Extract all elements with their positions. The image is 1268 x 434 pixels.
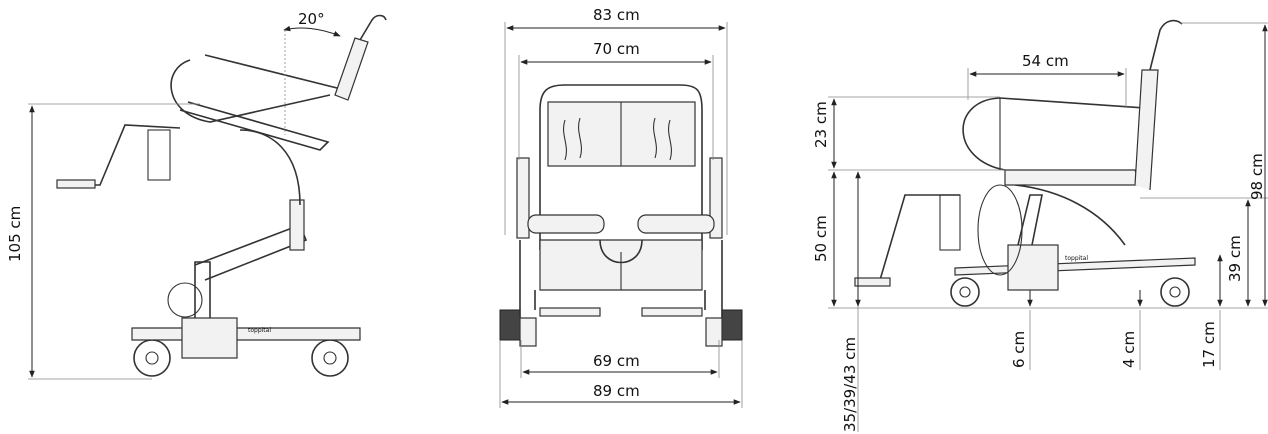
front-legs xyxy=(519,240,723,320)
right-clearance-rear: 17 cm xyxy=(1200,321,1218,368)
right-total-height: 98 cm xyxy=(1248,153,1266,200)
side-base xyxy=(131,327,361,341)
right-backrest xyxy=(1134,69,1159,191)
front-width-top-outer: 83 cm xyxy=(593,6,640,24)
right-footrest-heights: 35/39/43 cm xyxy=(841,337,859,432)
front-right-footplate xyxy=(641,307,703,317)
right-armrest-loop xyxy=(962,97,1146,171)
right-footplate xyxy=(854,277,891,287)
right-seat-height: 50 cm xyxy=(812,215,830,262)
side-wheel-front xyxy=(133,339,171,377)
side-lift-arm xyxy=(194,223,308,281)
front-width-bottom-outer: 89 cm xyxy=(593,382,640,400)
front-left-footplate xyxy=(539,307,601,317)
right-armrest-height: 39 cm xyxy=(1226,235,1244,282)
right-lift-housing xyxy=(1007,244,1059,291)
front-back-frame xyxy=(539,84,703,250)
front-right-armrest xyxy=(637,214,715,234)
side-lift-housing xyxy=(181,317,238,359)
front-view: 83 cm 70 cm 69 cm 89 cm xyxy=(499,6,743,408)
side-support-curve xyxy=(239,129,301,206)
right-back-height: 23 cm xyxy=(812,101,830,148)
side-lift-column xyxy=(194,261,211,318)
front-backrest-grips xyxy=(563,117,672,161)
front-right-wheel-outer xyxy=(721,309,743,341)
side-footplate xyxy=(56,179,96,189)
side-wheel-rear xyxy=(311,339,349,377)
front-left-armrest xyxy=(527,214,605,234)
right-brand-text: toppital xyxy=(1065,255,1088,262)
right-clearance-front: 6 cm xyxy=(1010,331,1028,368)
side-leg-bracket xyxy=(147,129,171,181)
right-seat-depth: 54 cm xyxy=(1022,52,1069,70)
side-lift-motor xyxy=(167,282,203,318)
front-right-wheel-inner xyxy=(705,317,723,347)
side-angle-label: 20° xyxy=(298,10,325,28)
right-leg-bracket xyxy=(939,194,961,251)
right-push-handle xyxy=(1149,19,1183,71)
side-arm-bracket xyxy=(289,199,305,251)
right-lift-column xyxy=(1017,194,1043,246)
side-view: toppital 20° 105 cm xyxy=(6,10,387,380)
side-backrest xyxy=(334,37,369,101)
side-armrest-top xyxy=(204,54,346,91)
side-legrest xyxy=(60,124,181,186)
right-wheel-rear xyxy=(1160,277,1190,307)
right-view: toppital 54 cm 23 cm 50 cm xyxy=(812,19,1268,432)
side-seat-frame xyxy=(179,101,330,151)
side-armrest-loop xyxy=(170,59,331,123)
right-seat xyxy=(1004,169,1141,186)
right-support-curve xyxy=(1014,184,1126,246)
side-angle-arc xyxy=(283,25,341,37)
front-left-wheel-outer xyxy=(499,309,521,341)
side-push-handle xyxy=(359,14,387,41)
side-height-label: 105 cm xyxy=(6,206,24,262)
front-width-bottom-inner: 69 cm xyxy=(593,352,640,370)
side-brand-text: toppital xyxy=(248,327,271,334)
front-width-top-inner: 70 cm xyxy=(593,40,640,58)
right-lift-motor xyxy=(977,184,1023,276)
right-clearance-mid: 4 cm xyxy=(1120,331,1138,368)
right-legrest xyxy=(858,194,960,281)
front-left-wheel-inner xyxy=(519,317,537,347)
right-wheel-front xyxy=(950,277,980,307)
front-left-post xyxy=(516,157,530,239)
